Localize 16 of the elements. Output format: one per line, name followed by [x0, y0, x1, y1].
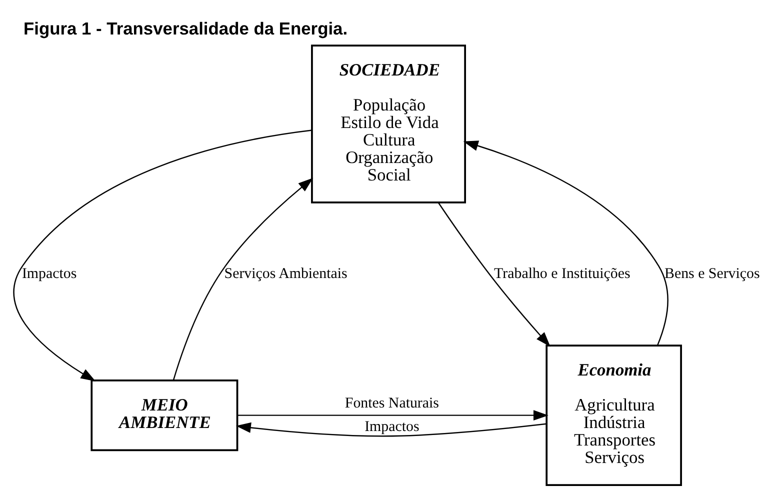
edge-label: Serviços Ambientais	[224, 265, 348, 282]
arrow	[463, 140, 668, 346]
edge-label: Trabalho e Instituições	[494, 265, 630, 282]
arrow	[13, 129, 312, 381]
arrow	[438, 202, 550, 346]
node-box: SOCIEDADE População Estilo de Vida Cultura Organização Social	[311, 44, 466, 203]
diagram-title: Figura 1 - Transversalidade da Energia.	[23, 18, 348, 38]
edge-label: Fontes Naturais	[344, 394, 439, 411]
edge-label: Bens e Serviços	[664, 265, 760, 282]
edge-label: Impactos	[22, 265, 77, 282]
node-box: Economia Agricultura Indústria Transportes Serviços	[546, 344, 682, 486]
node-box: MEIO AMBIENTE	[90, 379, 238, 451]
edge-label: Impactos	[364, 418, 420, 434]
arrow	[172, 177, 314, 380]
arrow	[236, 422, 546, 436]
arrow	[238, 410, 548, 420]
